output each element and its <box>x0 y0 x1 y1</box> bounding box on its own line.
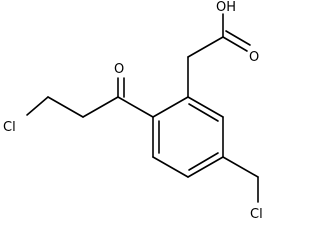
chemical-structure: OH O O Cl Cl <box>3 0 263 222</box>
bond-carbonyl-ch2 <box>82 96 119 118</box>
ring-bond-c2-c3-inner <box>188 103 219 122</box>
hydroxyl-label: OH <box>216 0 236 15</box>
ketone-oxygen-label: O <box>114 62 124 77</box>
ring-bond-c4-c5 <box>187 156 224 178</box>
bond-ch2-cl <box>26 96 49 116</box>
bond-ring-carbonyl <box>117 96 154 118</box>
carboxyl-oxygen-label: O <box>249 50 259 65</box>
ring-bond-c2-c3 <box>187 96 224 118</box>
bond-ch2-carboxyl <box>187 36 224 58</box>
benzene-ring <box>152 96 224 178</box>
bond-ring-ch2cl <box>222 156 259 178</box>
ring-bond-c5-c6 <box>152 156 189 178</box>
ring-bond-c1-c2 <box>152 96 189 118</box>
bond-carboxyl-o <box>222 36 248 52</box>
bond-ch2-ch2 <box>47 96 84 118</box>
ring-bond-c4-c5-inner <box>188 152 219 171</box>
acetic-acid-group: OH O <box>187 0 259 98</box>
chlorine-left-label: Cl <box>3 120 16 135</box>
chloromethyl-group: Cl <box>222 156 263 222</box>
chlorine-bottom-label: Cl <box>250 207 263 222</box>
structure-canvas: OH O O Cl Cl <box>3 0 263 222</box>
bond-carboxyl-o-double <box>225 30 251 46</box>
chloropropanoyl-group: O Cl <box>3 62 154 135</box>
